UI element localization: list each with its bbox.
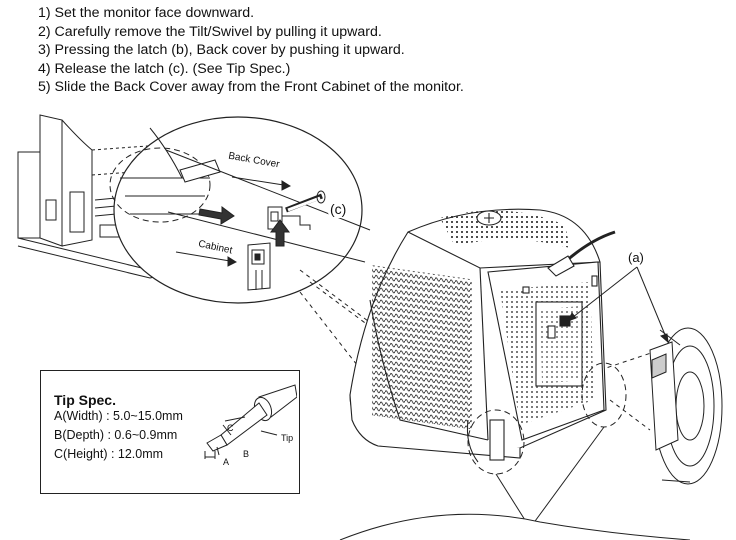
tip-spec-depth: B(Depth) : 0.6~0.9mm [54, 428, 178, 442]
back-cover-piece [649, 327, 723, 485]
label-dim-a: A [223, 457, 230, 467]
label-tip: Tip [281, 433, 294, 443]
tip-spec-title: Tip Spec. [54, 392, 116, 408]
bottom-detail-ellipse [339, 513, 691, 540]
label-c: (c) [327, 200, 350, 218]
tip-spec-box: Tip Spec. A(Width) : 5.0~15.0mm B(Depth)… [40, 370, 300, 494]
step-4: 4) Release the latch (c). (See Tip Spec.… [38, 60, 291, 77]
screwdriver-tip-drawing [204, 384, 297, 459]
stand-sketch [17, 114, 231, 279]
tip-spec-height: C(Height) : 12.0mm [54, 447, 164, 461]
step-2: 2) Carefully remove the Tilt/Swivel by p… [38, 23, 382, 40]
instruction-steps: 1) Set the monitor face downward. 2) Car… [38, 4, 464, 97]
label-dim-c: C [227, 423, 234, 433]
detail-zoom [109, 116, 371, 304]
label-dim-b: B [243, 449, 250, 459]
label-a-pointers [566, 266, 669, 344]
label-a: (a) [628, 250, 644, 265]
tip-spec-width: A(Width) : 5.0~15.0mm [54, 409, 183, 423]
leader-lines [299, 269, 661, 431]
step-1: 1) Set the monitor face downward. [38, 5, 255, 21]
monitor-illustration [349, 208, 616, 463]
step-3: 3) Pressing the latch (b), Back cover by… [38, 42, 405, 59]
step-5: 5) Slide the Back Cover away from the Fr… [38, 79, 464, 96]
